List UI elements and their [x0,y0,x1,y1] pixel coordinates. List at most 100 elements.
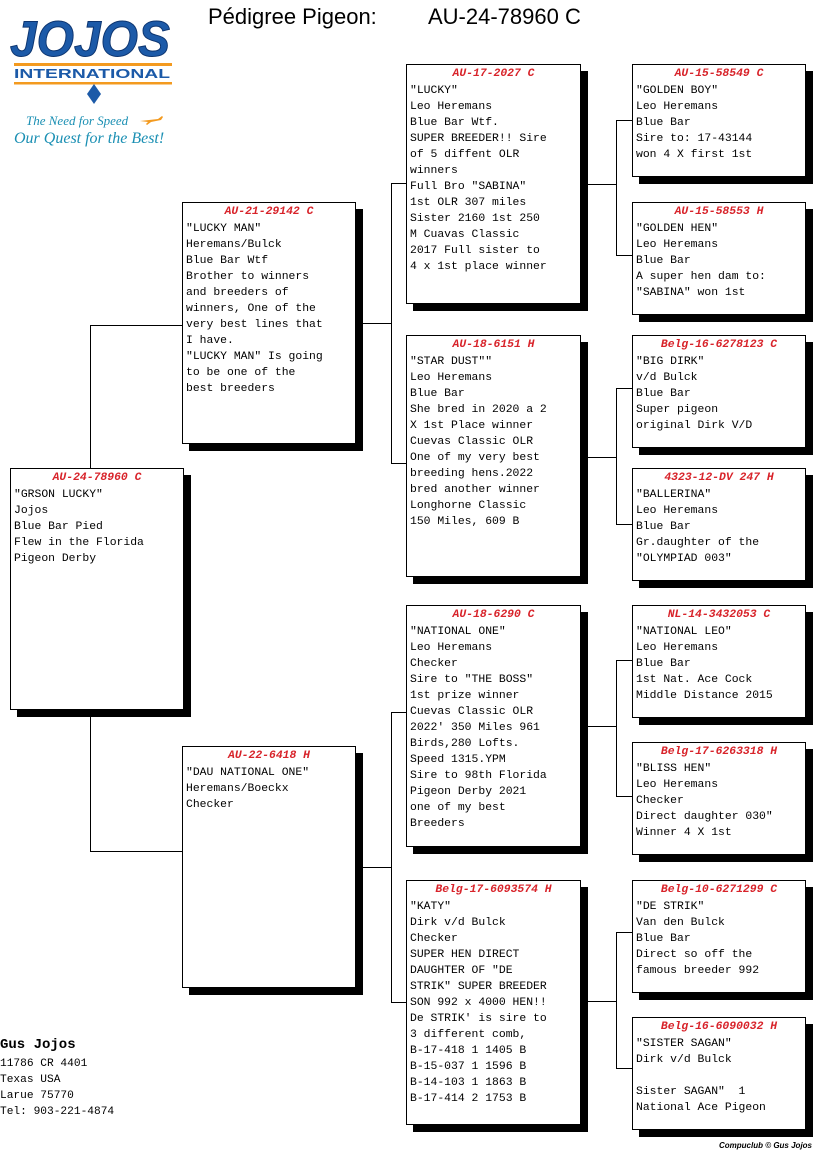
pigeon-detail-line: bred another winner [410,484,540,496]
pigeon-detail-line: STRIK" SUPER BREEDER [410,981,547,993]
pigeon-detail-line: "NATIONAL LEO" [636,626,732,638]
pigeon-detail-line: Sister 2160 1st 250 [410,213,540,225]
pigeon-detail-line: Leo Heremans [636,505,719,517]
connector-line [616,524,632,525]
pigeon-detail-line: Blue Bar [410,388,465,400]
pigeon-detail-line: 1st prize winner [410,690,520,702]
pigeon-detail-line: She bred in 2020 a 2 [410,404,547,416]
pigeon-detail-line: Leo Heremans [410,101,493,113]
pigeon-card-dss[interactable]: NL-14-3432053 C "NATIONAL LEO"Leo Herema… [632,605,806,718]
pigeon-card-ddd[interactable]: Belg-16-6090032 H "SISTER SAGAN"Dirk v/d… [632,1017,806,1130]
ring-number: AU-15-58553 H [674,206,764,218]
pigeon-detail-line: "LUCKY MAN" [186,223,262,235]
pigeon-detail-line: Blue Bar Pied [14,521,103,533]
pigeon-detail-line: Gr.daughter of the [636,537,760,549]
pigeon-detail-line: Pigeon Derby 2021 [410,786,527,798]
pigeon-detail-line: 1st Nat. Ace Cock [636,674,753,686]
connector-line [616,932,632,933]
pigeon-detail-line: Direct so off the [636,949,753,961]
connector-line [588,726,616,727]
pigeon-detail-line: B-14-103 1 1863 B [410,1077,527,1089]
logo-stripe [14,63,172,66]
pigeon-detail-line: Sire to 98th Florida [410,770,547,782]
pigeon-detail-line: 150 Miles, 609 B [410,516,520,528]
pigeon-card-dam[interactable]: AU-22-6418 H "DAU NATIONAL ONE"Heremans/… [182,746,356,988]
connector-line [363,323,391,324]
owner-phone: Tel: 903-221-4874 [0,1106,115,1118]
pigeon-detail-line: Leo Heremans [410,372,493,384]
pigeon-detail-line: One of my very best [410,452,540,464]
logo-tagline-2: Our Quest for the Best! [14,130,165,147]
pigeon-detail-line: "OLYMPIAD 003" [636,553,732,565]
connector-line [616,660,632,661]
pigeon-detail-line: Pigeon Derby [14,553,97,565]
ring-number: AU-18-6151 H [452,339,535,351]
connector-line [588,184,616,185]
page-title-label: Pédigree Pigeon: [208,4,377,29]
pigeon-detail-line: 4 x 1st place winner [410,261,547,273]
pigeon-detail-line: to be one of the [186,367,296,379]
pigeon-detail-line: Checker [636,795,684,807]
connector-line [616,660,617,796]
owner-info: Gus Jojos 11786 CR 4401 Texas USA Larue … [0,1036,114,1120]
pigeon-detail-line: Longhorne Classic [410,500,527,512]
pigeon-detail-line: and breeders of [186,287,289,299]
pigeon-detail-line: 1st OLR 307 miles [410,197,527,209]
ring-number: Belg-17-6093574 H [435,884,552,896]
pigeon-detail-line: Leo Heremans [636,239,719,251]
connector-line [391,712,392,1002]
pigeon-detail-line: winners [410,165,458,177]
connector-line [616,796,632,797]
pigeon-detail-line: "BALLERINA" [636,489,712,501]
pigeon-detail-line: Heremans/Boeckx [186,783,289,795]
page-title: Pédigree Pigeon:AU-24-78960 C [208,4,581,30]
pigeon-detail-line: SON 992 x 4000 HEN!! [410,997,547,1009]
pigeon-detail-line: "BIG DIRK" [636,356,705,368]
pigeon-detail-line: Winner 4 X 1st [636,827,732,839]
pigeon-detail-line: "GRSON LUCKY" [14,489,103,501]
pigeon-detail-line [636,1068,802,1084]
pigeon-detail-line: Birds,280 Lofts. [410,738,520,750]
connector-line [616,120,632,121]
footer-credit: Compuclub © Gus Jojos [718,1141,812,1150]
ring-number: AU-17-2027 C [452,68,535,80]
pigeon-detail-line: Middle Distance 2015 [636,690,773,702]
ring-number: 4323-12-DV 247 H [664,472,774,484]
pigeon-detail-line: I have. [186,335,234,347]
pigeon-detail-line: "STAR DUST"" [410,356,493,368]
pigeon-detail-line: M Cuavas Classic [410,229,520,241]
pigeon-detail-line: "LUCKY" [410,85,458,97]
logo-tagline-1: The Need for Speed [26,113,129,128]
pigeon-detail-line: Blue Bar [636,388,691,400]
pigeon-detail-line: Brother to winners [186,271,310,283]
connector-line [616,388,617,524]
pigeon-detail-line: Heremans/Bulck [186,239,282,251]
pigeon-detail-line: Blue Bar Wtf. [410,117,499,129]
pigeon-detail-line: Jojos [14,505,49,517]
pigeon-detail-line: Leo Heremans [636,101,719,113]
connector-line [391,712,407,713]
pigeon-card-dsd[interactable]: Belg-17-6263318 H "BLISS HEN"Leo Hereman… [632,742,806,855]
pigeon-detail-line: Leo Heremans [636,642,719,654]
pigeon-detail-line: Sister SAGAN" 1 [636,1086,746,1098]
pigeon-detail-line: breeding hens.2022 [410,468,534,480]
pigeon-detail-line: Checker [410,933,458,945]
pigeon-detail-line: "LUCKY MAN" Is going [186,351,323,363]
pigeon-card-dds[interactable]: Belg-10-6271299 C "DE STRIK"Van den Bulc… [632,880,806,993]
pigeon-card-sdd[interactable]: 4323-12-DV 247 H "BALLERINA" Leo Heremans… [632,468,806,581]
pigeon-detail-line: B-17-414 2 1753 B [410,1093,527,1105]
connector-line [391,183,407,184]
pigeon-detail-line: famous breeder 992 [636,965,760,977]
pigeon-detail-line: 2017 Full sister to [410,245,540,257]
